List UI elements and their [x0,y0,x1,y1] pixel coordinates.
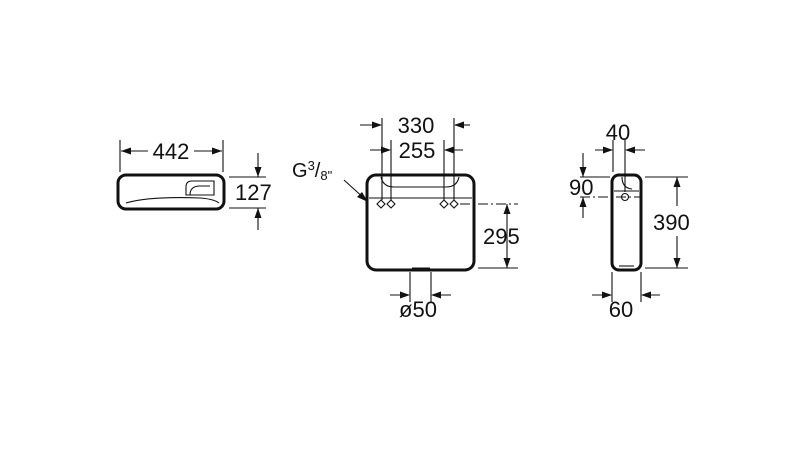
side-height-label: 390 [653,210,690,235]
outer-spacing-arrow-left [372,121,382,129]
inlet-height-label: 295 [483,224,520,249]
outlet-arrow-left [400,291,410,299]
top-width-label: 442 [153,139,190,164]
side-offset-arrow-bottom [579,197,587,207]
front-view-body [365,173,476,272]
side-depth-arrow-left [602,291,612,299]
flush-button-icon [185,180,215,196]
thread-leader-arrow [357,192,368,202]
top-height-arrow-bottom [254,208,262,218]
side-top-width-arrow-right [625,146,635,154]
side-height-arrow-top [673,177,681,187]
outlet-diameter-label: ø50 [399,297,437,322]
side-offset-arrow-top [579,167,587,177]
inner-spacing-arrow-left [381,146,391,154]
side-top-width-arrow-left [603,146,613,154]
top-width-arrow-left [121,147,131,155]
outer-spacing-arrow-right [454,121,464,129]
side-offset-label: 90 [569,175,593,200]
inlet-marks-right [439,199,459,209]
inner-spacing-label: 255 [399,138,436,163]
top-view: 442 127 [116,139,272,230]
front-view: 330 255 G3/8" 295 ø50 [292,113,520,322]
side-depth-label: 60 [609,297,633,322]
outer-spacing-label: 330 [398,113,435,138]
top-height-label: 127 [235,180,272,205]
top-width-arrow-right [212,147,222,155]
thread-size-label: G3/8" [292,158,333,183]
side-depth-arrow-right [641,291,651,299]
inlet-marks-left [376,199,396,209]
top-height-arrow-top [254,167,262,177]
top-view-body [116,173,226,211]
side-view-body [610,173,643,272]
outlet-arrow-right [431,291,441,299]
side-height-arrow-bottom [673,258,681,268]
top-view-inner-contour [125,197,220,204]
front-lid-recess [380,176,460,188]
inlet-height-arrow-top [503,204,511,214]
side-lid-profile [621,176,633,190]
side-view: 40 90 390 60 [569,120,690,322]
inner-spacing-arrow-right [444,146,454,154]
side-top-width-label: 40 [606,120,630,145]
inlet-height-arrow-bottom [503,258,511,268]
